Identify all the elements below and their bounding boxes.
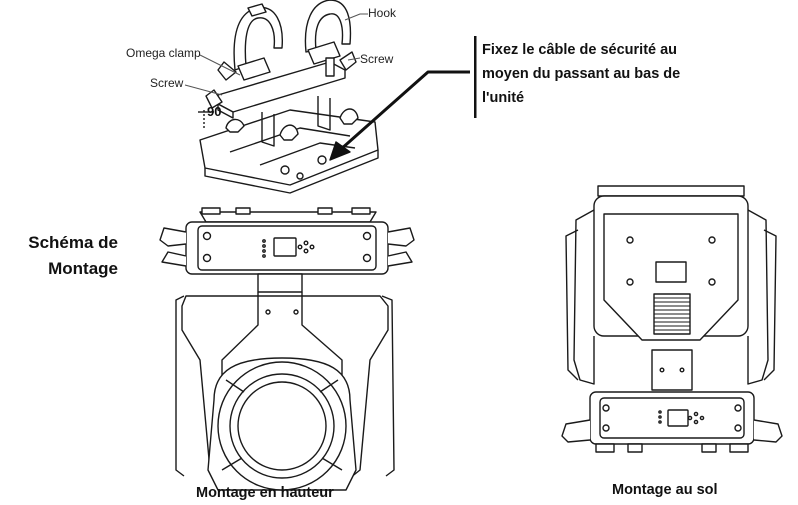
safety-note-line3: l'unité (482, 90, 525, 106)
note-arrow (329, 70, 470, 161)
safety-note: Fixez le câble de sécurité au moyen du p… (482, 38, 680, 110)
fixture-ceiling (159, 207, 415, 491)
label-hook: Hook (368, 6, 397, 20)
label-screw-right: Screw (360, 52, 394, 66)
caption-ceiling-mount: Montage en hauteur (196, 485, 334, 501)
hook-right (304, 0, 352, 53)
safety-note-line1: Fixez le câble de sécurité au (482, 42, 678, 58)
diagram-title: Schéma de Montage (14, 230, 118, 282)
label-screw-left: Screw (150, 76, 184, 90)
hook-left (233, 6, 283, 71)
diagram-title-line1: Schéma de (28, 233, 118, 252)
safety-note-line2: moyen du passant au bas de (482, 66, 681, 82)
diagram-title-line2: Montage (48, 259, 118, 278)
fixture-floor (561, 185, 783, 453)
omega-bracket-illustration (198, 0, 379, 194)
caption-floor-mount: Montage au sol (612, 482, 718, 498)
label-angle: 90 (207, 104, 222, 119)
label-omega-clamp: Omega clamp (126, 46, 201, 60)
